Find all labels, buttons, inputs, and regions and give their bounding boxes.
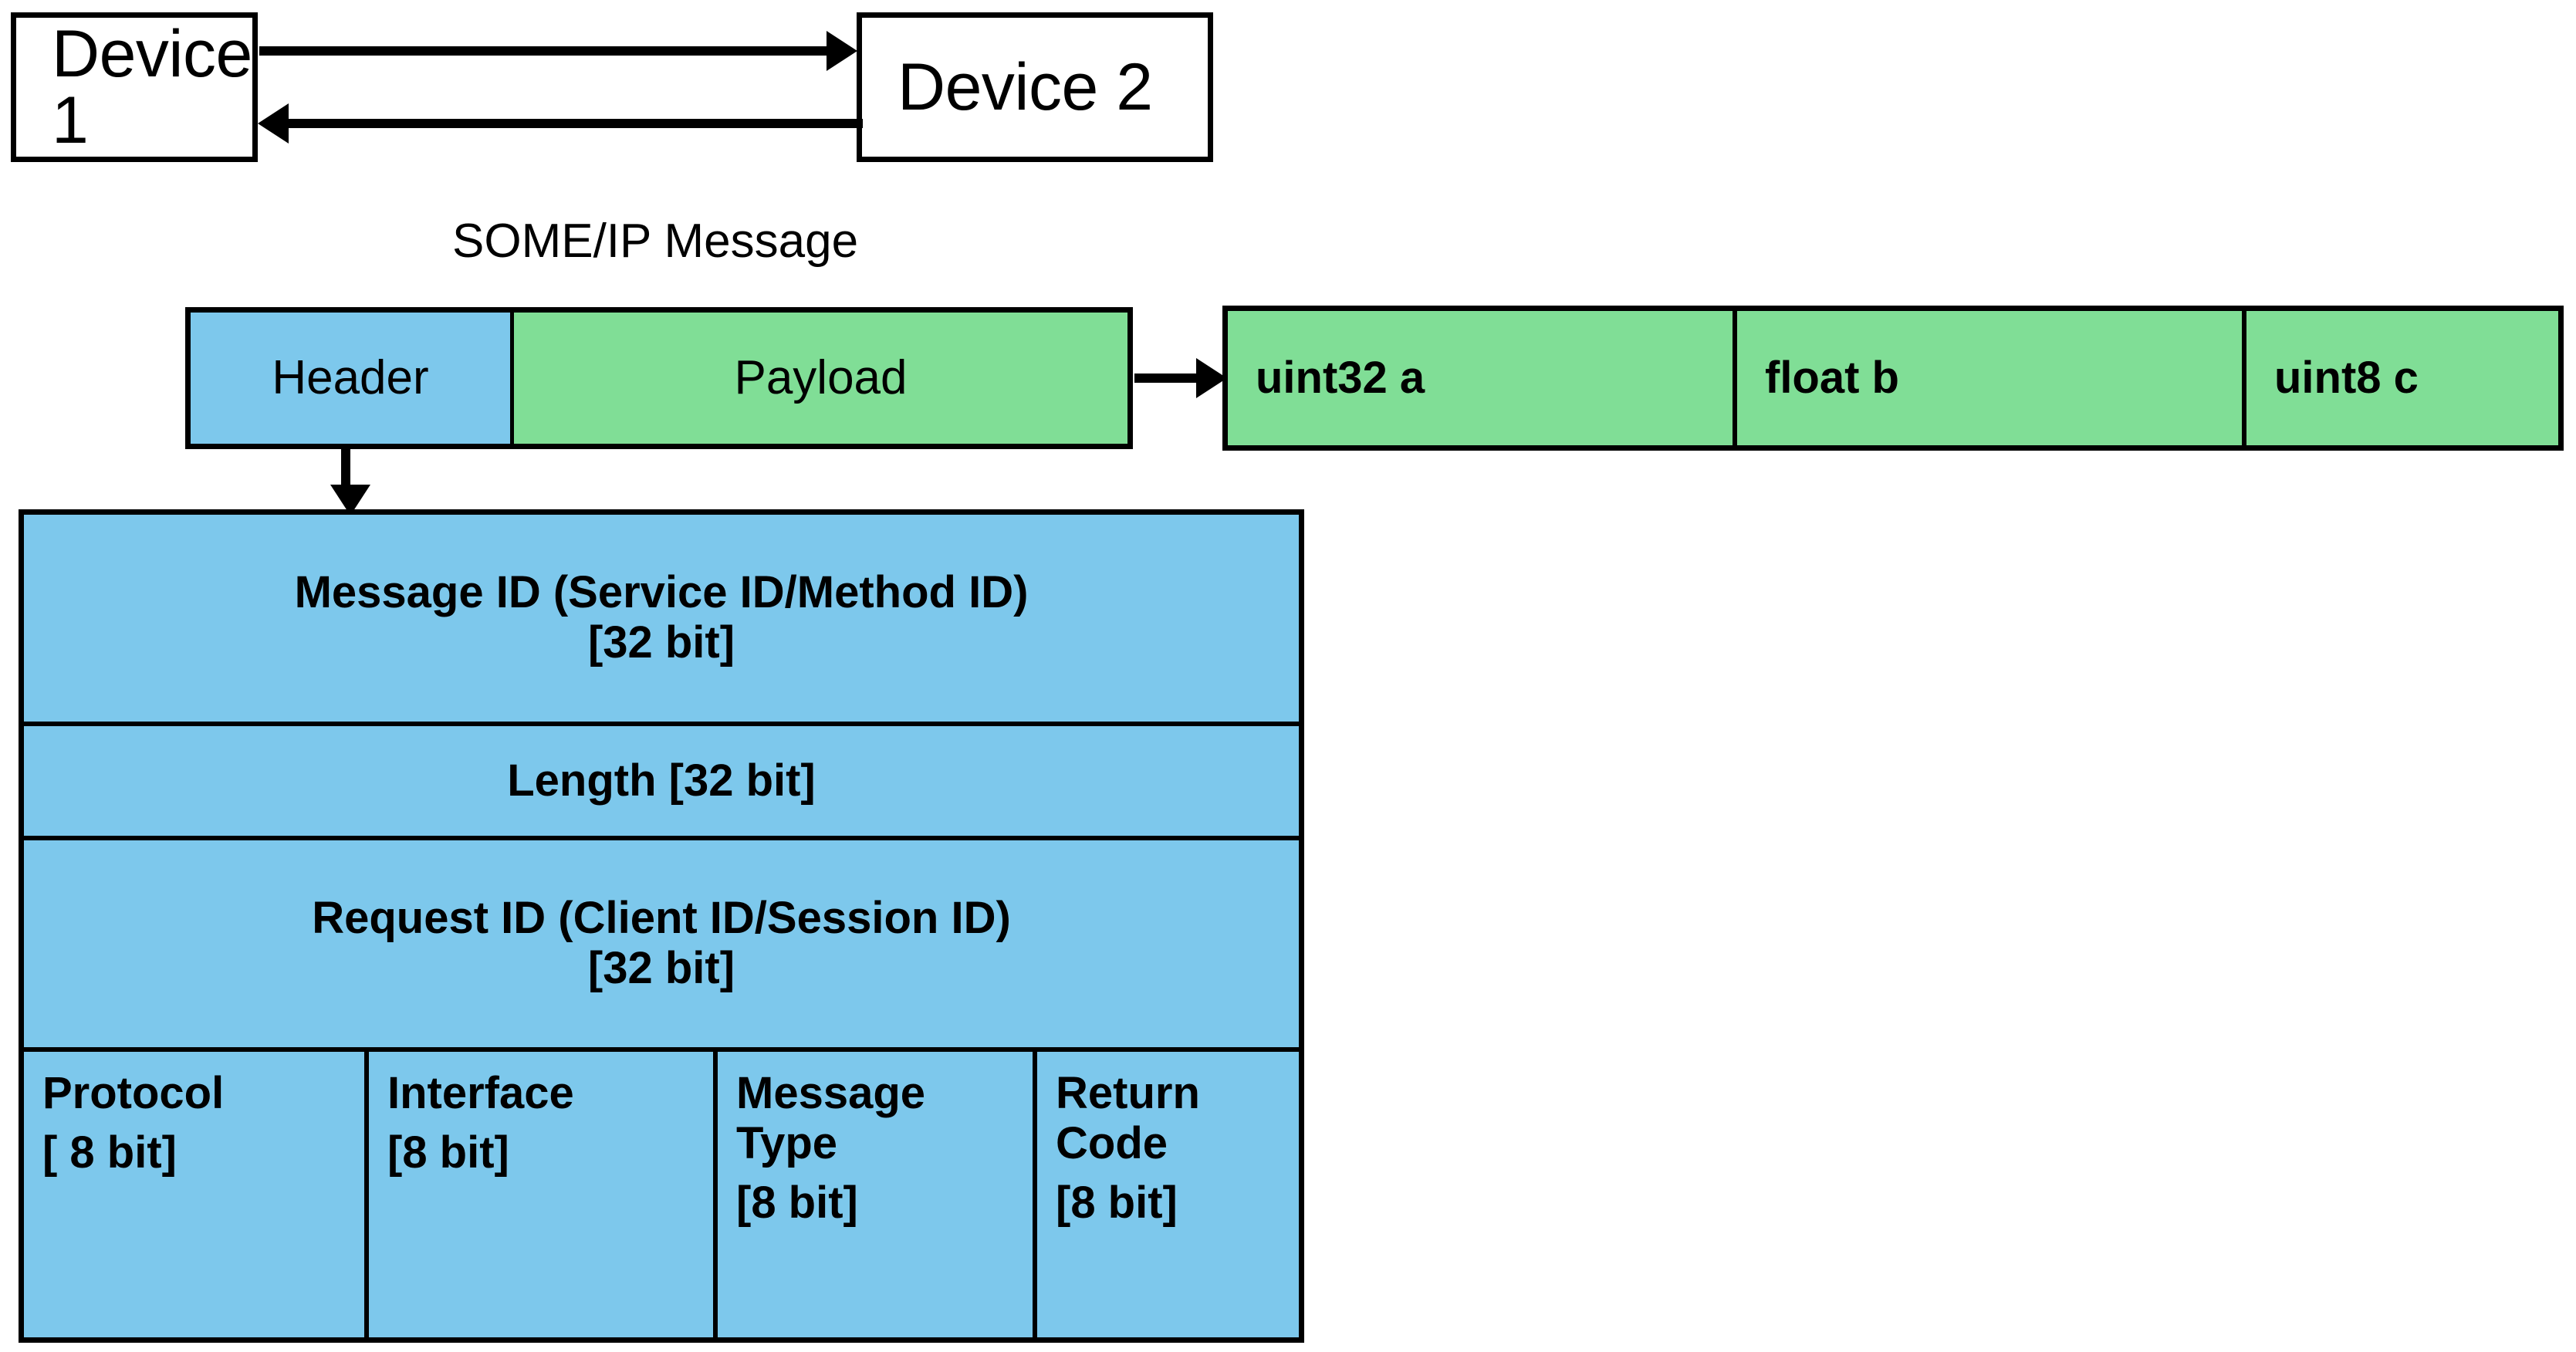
arrow-shaft: [341, 448, 350, 491]
arrow-head-left-icon: [258, 103, 289, 144]
someip-header-table: Message ID (Service ID/Method ID) [32 bi…: [19, 509, 1304, 1343]
header-cell-return-code[interactable]: Return Code [8 bit]: [1033, 1052, 1299, 1337]
payload-field-label: float b: [1765, 353, 1899, 403]
payload-fields-row: uint32 a float b uint8 c: [1222, 306, 2564, 451]
header-cell-interface[interactable]: Interface [8 bit]: [364, 1052, 713, 1337]
payload-field-label: uint8 c: [2274, 353, 2419, 403]
device-1-box[interactable]: Device 1: [11, 12, 258, 162]
header-row-message-id[interactable]: Message ID (Service ID/Method ID) [32 bi…: [24, 515, 1299, 722]
header-row-label: Length [32 bit]: [507, 755, 816, 806]
header-cell-message-type[interactable]: Message Type [8 bit]: [713, 1052, 1033, 1337]
message-segment-header-label: Header: [272, 351, 429, 404]
payload-field-uint8c[interactable]: uint8 c: [2242, 311, 2558, 445]
payload-field-label: uint32 a: [1256, 353, 1425, 403]
message-caption: SOME/IP Message: [452, 215, 859, 268]
payload-field-uint32a[interactable]: uint32 a: [1228, 311, 1733, 445]
header-cell-name: Protocol: [42, 1068, 225, 1118]
arrow-head-right-icon: [827, 31, 857, 71]
arrow-shaft: [289, 119, 863, 128]
header-row-flags: Protocol [ 8 bit] Interface [8 bit] Mess…: [24, 1047, 1299, 1337]
header-row-label: Message ID (Service ID/Method ID) [32 bi…: [294, 567, 1029, 668]
message-segment-header[interactable]: Header: [191, 313, 514, 444]
header-cell-bits: [8 bit]: [387, 1127, 509, 1178]
payload-field-floatb[interactable]: float b: [1733, 311, 2242, 445]
header-cell-bits: [8 bit]: [1056, 1177, 1178, 1228]
message-segment-payload-label: Payload: [734, 351, 908, 404]
header-row-request-id[interactable]: Request ID (Client ID/Session ID) [32 bi…: [24, 836, 1299, 1047]
header-cell-name: Interface: [387, 1068, 574, 1118]
device-1-label: Device 1: [52, 17, 252, 157]
arrow-header-to-table: [330, 448, 370, 515]
device-2-label: Device 2: [898, 50, 1153, 124]
header-row-length[interactable]: Length [32 bit]: [24, 722, 1299, 836]
header-cell-name: Return Code: [1056, 1068, 1200, 1168]
device-2-box[interactable]: Device 2: [857, 12, 1213, 162]
arrow-device1-to-device2: [259, 31, 861, 71]
message-segment-payload[interactable]: Payload: [514, 313, 1127, 444]
header-row-label: Request ID (Client ID/Session ID) [32 bi…: [312, 893, 1011, 993]
arrow-shaft: [259, 46, 832, 56]
arrow-head-right-icon: [1196, 358, 1227, 398]
header-cell-protocol[interactable]: Protocol [ 8 bit]: [24, 1052, 364, 1337]
header-cell-bits: [ 8 bit]: [42, 1127, 177, 1178]
arrow-device2-to-device1: [255, 103, 864, 144]
someip-message-bar: Header Payload: [185, 307, 1133, 449]
header-cell-bits: [8 bit]: [736, 1177, 858, 1228]
arrow-shaft: [1134, 373, 1201, 383]
arrow-payload-to-fields: [1134, 358, 1230, 398]
header-cell-name: Message Type: [736, 1068, 926, 1168]
